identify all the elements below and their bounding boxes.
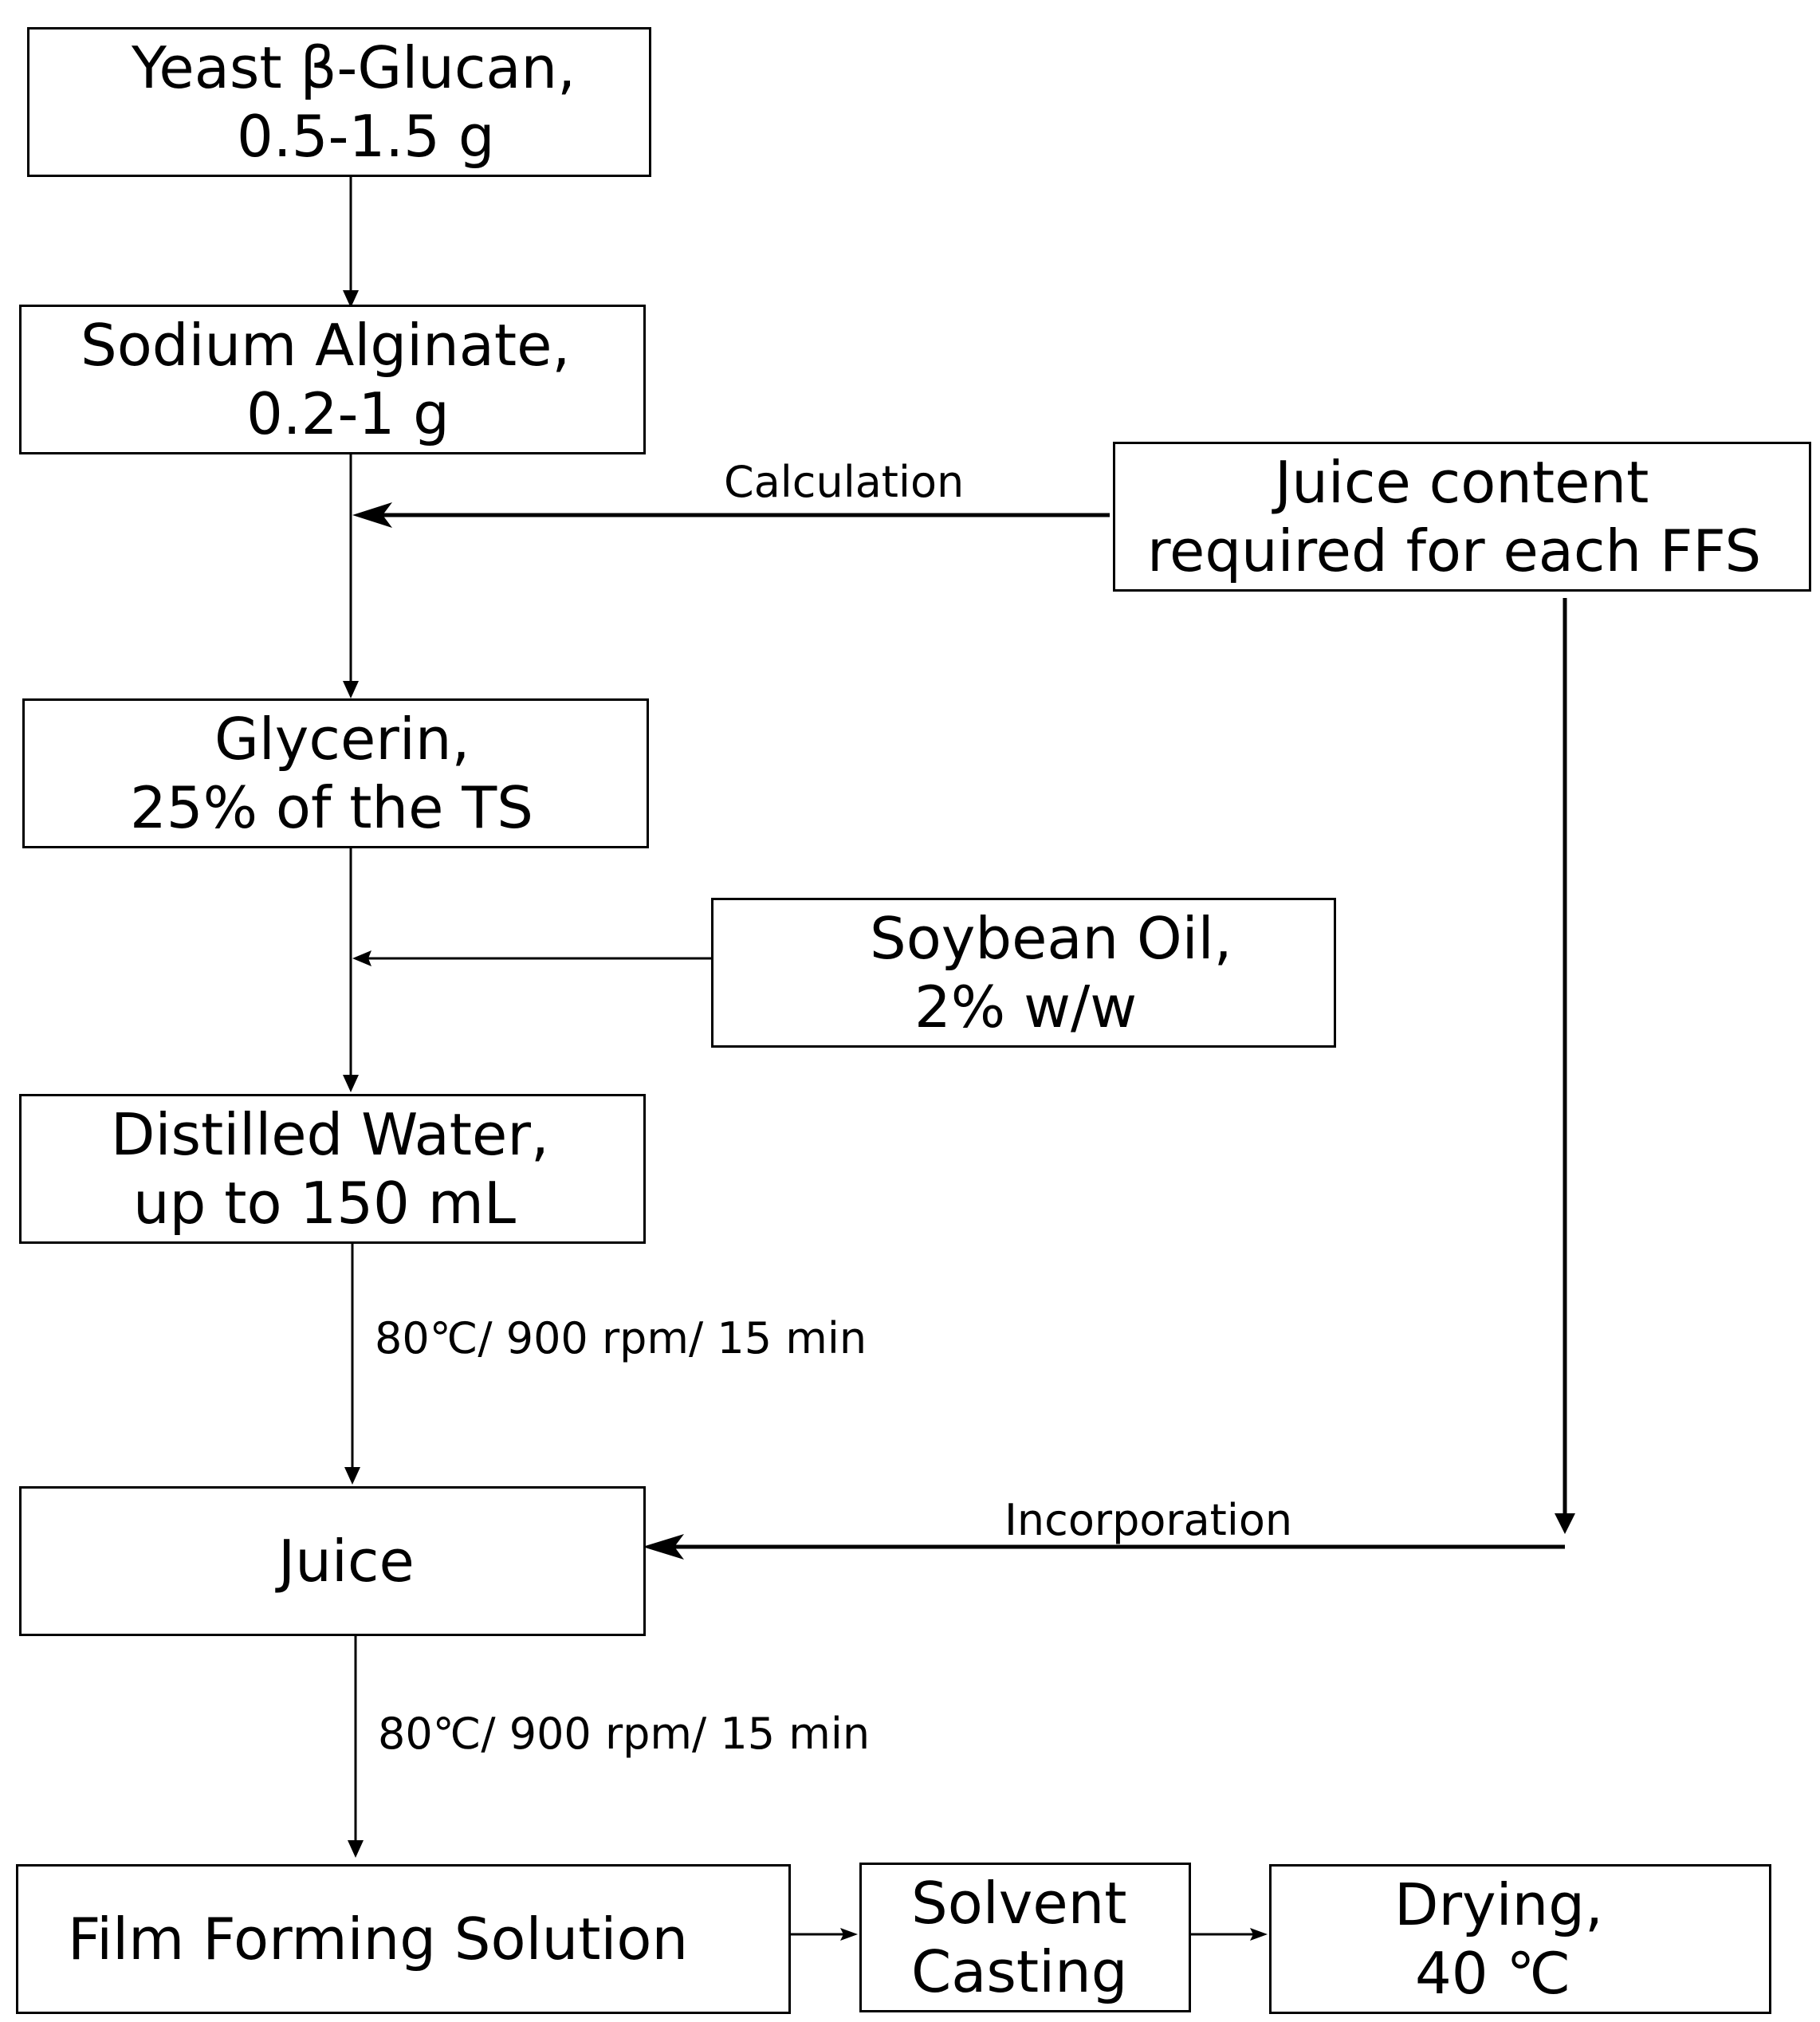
juice-content-box: Juice content required for each FFS bbox=[1113, 442, 1811, 592]
sodium-alginate-box: Sodium Alginate, 0.2-1 g bbox=[19, 305, 646, 454]
soybean-line1: Soybean Oil, bbox=[870, 904, 1232, 972]
arrowhead bbox=[343, 1075, 359, 1092]
arrowhead bbox=[348, 1840, 364, 1858]
glycerin-line2: 25% of the TS bbox=[130, 774, 533, 841]
yeast-beta-glucan-box: Yeast β-Glucan, 0.5-1.5 g bbox=[27, 27, 651, 177]
soybean-oil-box: Soybean Oil, 2% w/w bbox=[711, 898, 1336, 1048]
drying-box: Drying, 40 ℃ bbox=[1269, 1864, 1771, 2014]
ffs-label: Film Forming Solution bbox=[68, 1905, 689, 1973]
glycerin-box: Glycerin, 25% of the TS bbox=[22, 698, 649, 848]
juice-box: Juice bbox=[19, 1486, 646, 1636]
arrowhead bbox=[643, 1534, 684, 1560]
arrowhead bbox=[343, 681, 359, 698]
arrowhead bbox=[840, 1928, 858, 1941]
alginate-line2: 0.2-1 g bbox=[246, 380, 450, 447]
yeast-line2: 0.5-1.5 g bbox=[237, 103, 495, 170]
arrowhead bbox=[352, 950, 371, 966]
arrowhead bbox=[343, 290, 359, 308]
mixing-condition-label-1: 80℃/ 900 rpm/ 15 min bbox=[375, 1313, 867, 1363]
casting-line1: Solvent bbox=[911, 1869, 1127, 1937]
water-line2: up to 150 mL bbox=[133, 1170, 516, 1237]
juice-label: Juice bbox=[278, 1527, 415, 1595]
distilled-water-box: Distilled Water, up to 150 mL bbox=[19, 1094, 646, 1244]
calculation-label: Calculation bbox=[724, 457, 965, 507]
water-line1: Distilled Water, bbox=[111, 1100, 549, 1168]
mixing-condition-label-2: 80℃/ 900 rpm/ 15 min bbox=[378, 1709, 871, 1759]
film-forming-solution-box: Film Forming Solution bbox=[16, 1864, 791, 2014]
juice-content-line1: Juice content bbox=[1275, 448, 1649, 516]
arrowhead bbox=[1250, 1928, 1268, 1941]
drying-line2: 40 ℃ bbox=[1415, 1940, 1571, 2007]
arrowhead bbox=[352, 502, 392, 528]
arrowhead bbox=[1555, 1513, 1575, 1534]
soybean-line2: 2% w/w bbox=[914, 974, 1138, 1041]
incorporation-label: Incorporation bbox=[1004, 1495, 1293, 1545]
alginate-line1: Sodium Alginate, bbox=[81, 311, 571, 379]
arrowhead bbox=[344, 1467, 360, 1485]
drying-line1: Drying, bbox=[1394, 1871, 1603, 1938]
juice-content-line2: required for each FFS bbox=[1147, 517, 1762, 584]
solvent-casting-box: Solvent Casting bbox=[859, 1863, 1191, 2012]
casting-line2: Casting bbox=[911, 1938, 1128, 2005]
yeast-line1: Yeast β-Glucan, bbox=[132, 33, 576, 101]
glycerin-line1: Glycerin, bbox=[214, 705, 470, 773]
